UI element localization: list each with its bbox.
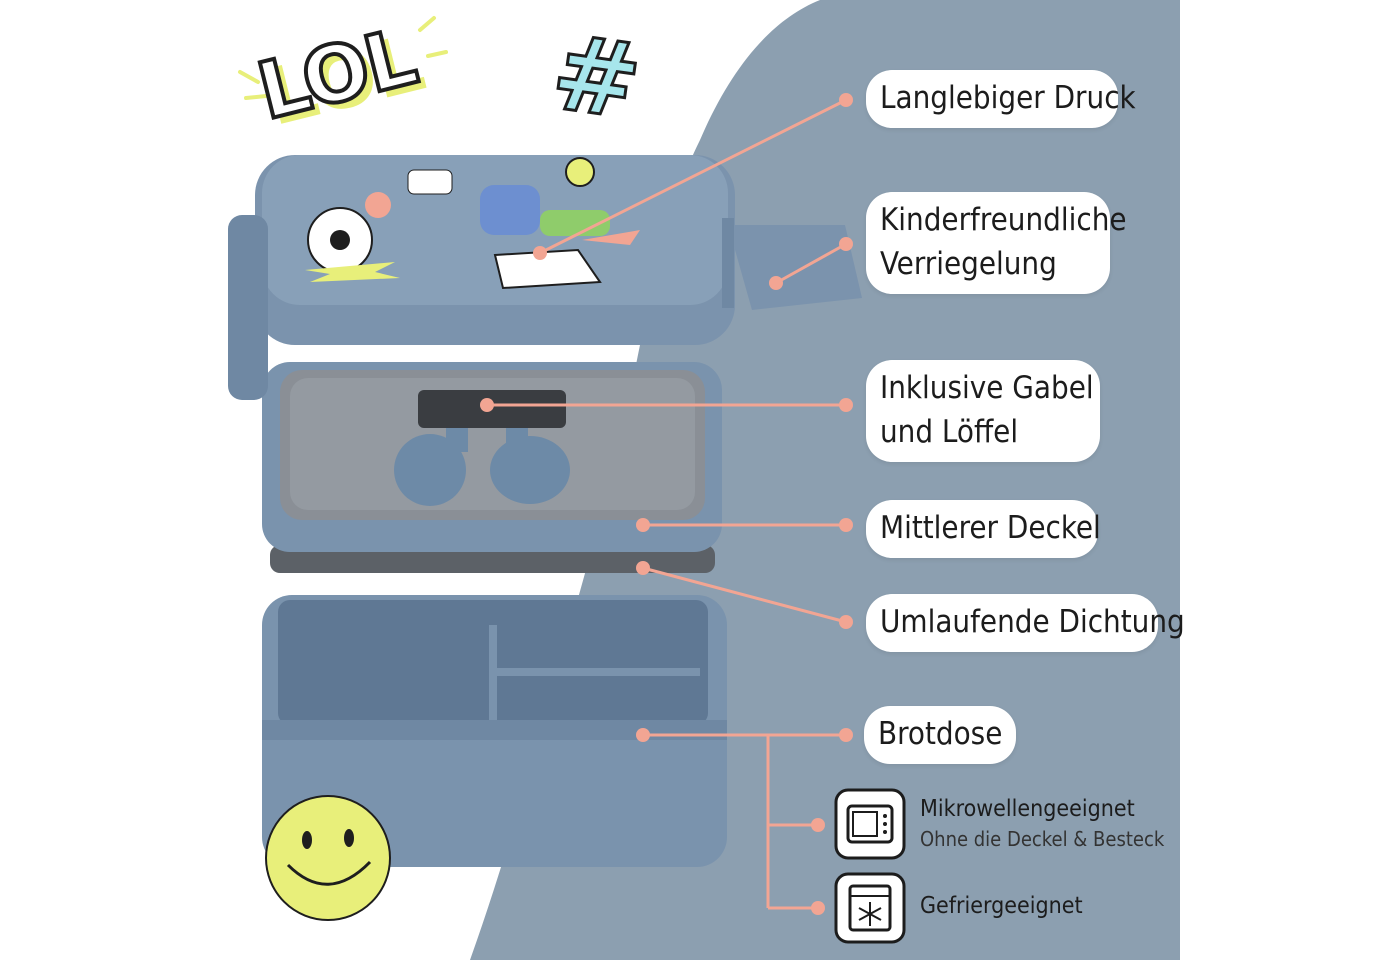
callout-lock: Kinderfreundliche Verriegelung: [866, 192, 1127, 294]
leader-dots: [480, 93, 853, 915]
freezer-title: Gefriergeeignet: [920, 893, 1083, 919]
callout-seal: Umlaufende Dichtung: [866, 594, 1185, 652]
freezer-icon: [834, 872, 906, 944]
callout-cutlery-line-1: Inklusive Gabel: [880, 370, 1094, 406]
smiley-sticker: [265, 795, 391, 921]
callout-seal-line-1: Umlaufende Dichtung: [880, 604, 1185, 640]
callout-print: Langlebiger Druck: [866, 70, 1136, 128]
callout-cutlery-line-2: und Löffel: [880, 414, 1019, 450]
callout-box: Brotdose: [864, 706, 1016, 764]
lunchbox-bottom: [262, 595, 727, 867]
microwave-icon: [834, 788, 906, 860]
callout-cutlery: Inklusive Gabel und Löffel: [866, 360, 1100, 462]
callout-box-line-1: Brotdose: [878, 716, 1003, 752]
leader-lines: [487, 98, 847, 910]
lunchbox-top-lid: [228, 155, 862, 400]
hash-sticker: #: [543, 9, 649, 145]
callout-lock-line-1: Kinderfreundliche: [880, 202, 1127, 238]
lunchbox-middle-lid: [262, 362, 722, 552]
callout-print-line-1: Langlebiger Druck: [880, 80, 1136, 116]
callout-midlid: Mittlerer Deckel: [866, 500, 1101, 558]
callout-lock-line-2: Verriegelung: [880, 246, 1057, 282]
callout-midlid-line-1: Mittlerer Deckel: [880, 510, 1101, 546]
microwave-title: Mikrowellengeeignet: [920, 796, 1135, 822]
lol-splash: [238, 16, 448, 100]
microwave-subtitle: Ohne die Deckel & Besteck: [920, 827, 1165, 851]
cutlery: [394, 390, 570, 506]
